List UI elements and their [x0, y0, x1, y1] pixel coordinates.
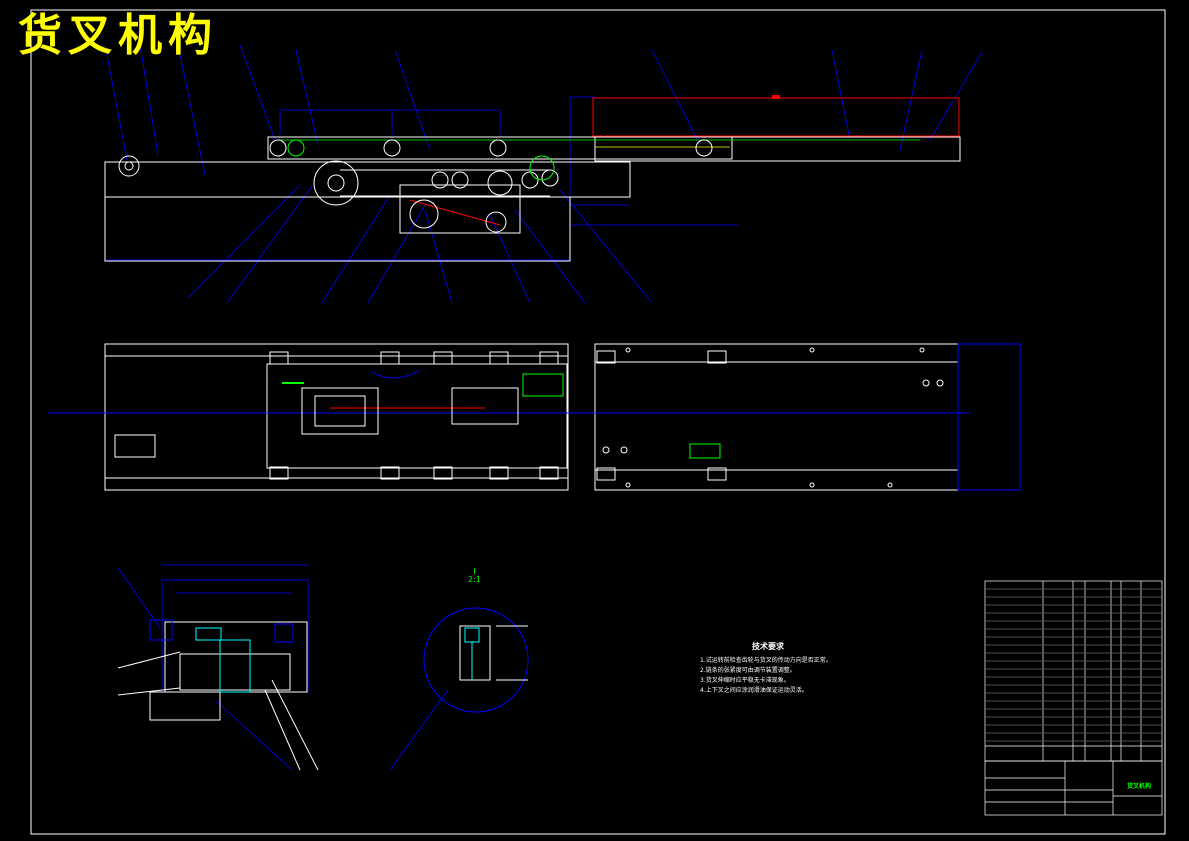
tech-requirement-item: 1.试运转前检查齿轮与货叉的传动方向是否正常。 — [700, 657, 832, 664]
wheels — [118, 139, 713, 233]
tech-requirement-item: 2.链条的张紧度可由调节装置调整。 — [700, 667, 796, 674]
bolt-marks — [269, 347, 944, 488]
detail-id: I — [473, 567, 476, 576]
title-block — [984, 580, 1163, 816]
tech-requirements: 技术要求 1.试运转前检查齿轮与货叉的传动方向是否正常。 2.链条的张紧度可由调… — [700, 642, 832, 696]
front-view — [104, 44, 983, 304]
detail-circle — [423, 607, 529, 713]
section-view — [117, 564, 529, 771]
detail-scale: 2:1 — [468, 575, 481, 584]
drawing-title: 货叉机构 — [18, 10, 218, 61]
tech-requirement-item: 3.货叉伸缩时应平稳无卡滞现象。 — [700, 677, 790, 684]
detail-label: I 2:1 — [468, 568, 481, 584]
drawing-border — [30, 9, 1166, 835]
tech-requirements-heading: 技术要求 — [752, 642, 784, 651]
tech-requirement-item: 4.上下叉之间应涂润滑油保证运动灵活。 — [700, 687, 808, 694]
title-block-drawing-name: 货叉机构 — [1127, 783, 1152, 790]
plan-view — [48, 343, 1021, 491]
leader-lines-top — [104, 44, 983, 304]
